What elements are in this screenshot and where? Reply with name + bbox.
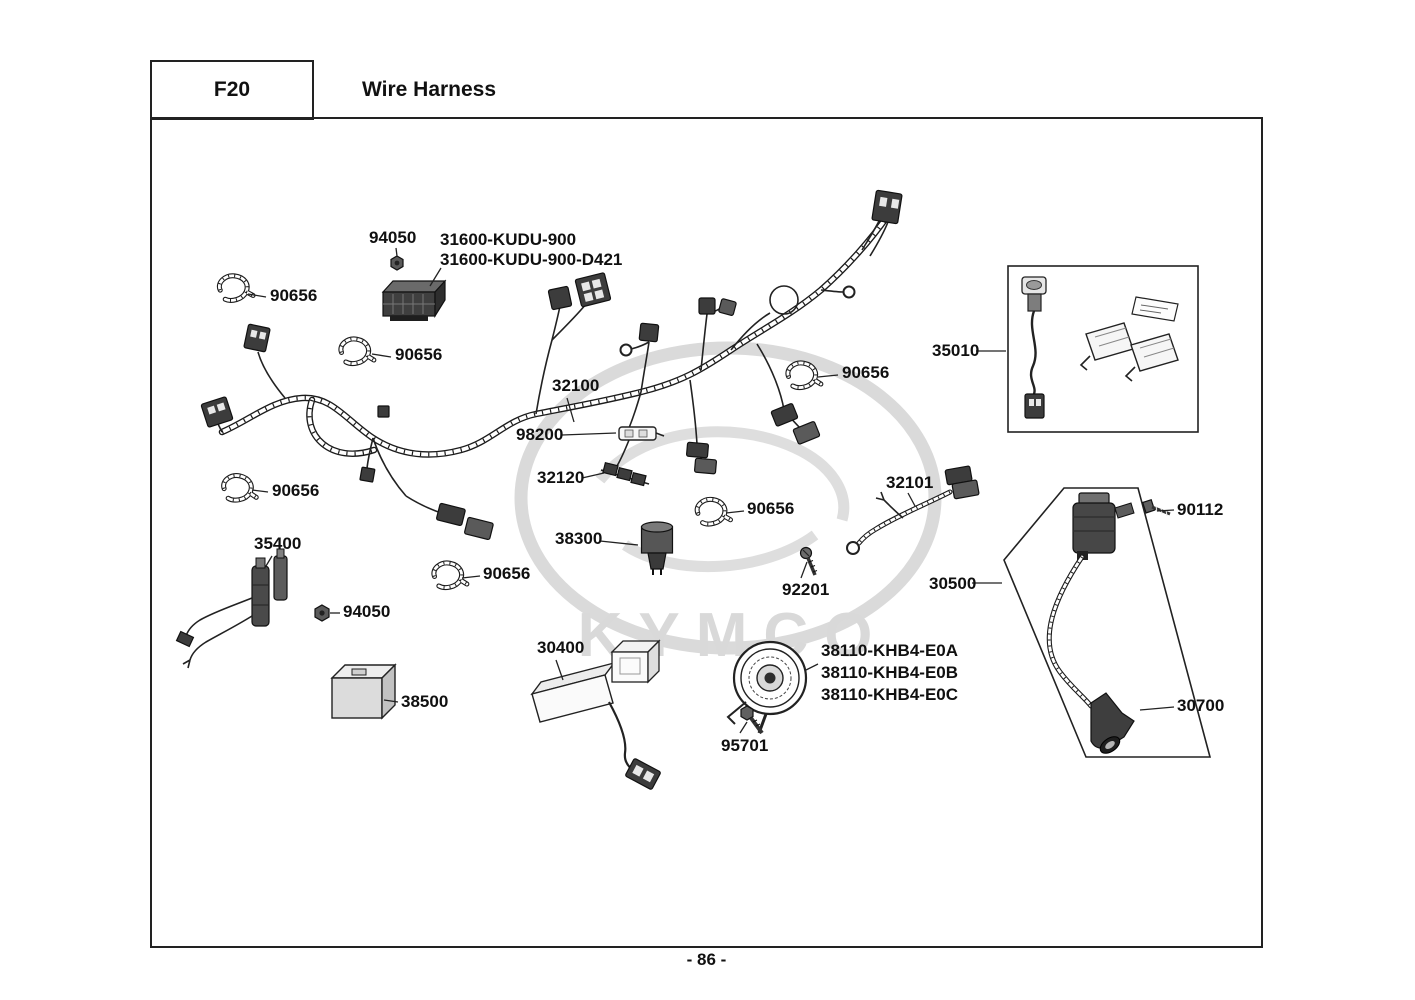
spark-plug-cap-30700: [1090, 692, 1135, 754]
kymco-watermark-logo: KYMCO: [514, 341, 942, 670]
part-label-32100: 32100: [552, 376, 600, 395]
screw-92201: [799, 546, 818, 576]
part-label-90656-d: 90656: [272, 481, 320, 500]
diagram-frame: [150, 117, 1263, 948]
part-label-38110-b: 38110-KHB4-E0B: [821, 663, 959, 682]
component-38500: [330, 663, 397, 720]
main-wire-harness: [211, 210, 893, 515]
part-label-38300: 38300: [555, 529, 603, 548]
part-label-35010: 35010: [932, 341, 980, 360]
part-label-35400: 35400: [254, 534, 302, 553]
part-label-90656-c: 90656: [842, 363, 890, 382]
cable-clamp-90656-a: [218, 272, 254, 302]
relay-38300: [640, 521, 674, 575]
part-label-90112: 90112: [1177, 500, 1224, 519]
flange-bolt-95701: [740, 705, 764, 735]
part-label-30700: 30700: [1177, 696, 1225, 715]
part-label-30500: 30500: [929, 574, 977, 593]
part-label-31600-line2: 31600-KUDU-900-D421: [440, 250, 623, 269]
key-set-35010: [1007, 265, 1199, 433]
part-label-92201: 92201: [782, 580, 830, 599]
part-label-90656-e: 90656: [747, 499, 795, 518]
part-label-32101: 32101: [886, 473, 934, 492]
page-title: Wire Harness: [362, 78, 497, 101]
ignition-assembly-30500: [1003, 487, 1212, 758]
part-label-38500: 38500: [401, 692, 449, 711]
screw-90112: [1141, 498, 1171, 517]
ecu-unit-31600: [381, 279, 447, 321]
component-30400: [530, 639, 661, 790]
part-label-31600-line1: 31600-KUDU-900: [440, 230, 577, 249]
part-label-94050-a: 94050: [369, 228, 417, 247]
part-label-95701: 95701: [721, 736, 769, 755]
cable-clamp-90656-b: [340, 336, 374, 365]
part-label-32120: 32120: [537, 468, 585, 487]
fuse-98200: [618, 426, 665, 441]
part-label-38110-c: 38110-KHB4-E0C: [821, 685, 959, 704]
part-label-90656-f: 90656: [483, 564, 531, 583]
flange-nut-94050-b: [314, 604, 330, 622]
part-label-98200: 98200: [516, 425, 564, 444]
part-label-30400: 30400: [537, 638, 585, 657]
part-label-94050-b: 94050: [343, 602, 391, 621]
cable-clamp-90656-f: [433, 560, 467, 589]
cable-clamp-90656-d: [223, 474, 257, 502]
section-code-box: F20: [150, 60, 314, 120]
part-label-90656-b: 90656: [395, 345, 443, 364]
harness-connectors: [200, 189, 903, 541]
sub-harness-32101: [846, 465, 980, 555]
component-35400: [175, 548, 288, 669]
flange-nut-94050-a: [390, 255, 404, 271]
leader-lines: [247, 247, 1175, 734]
part-label-38110-a: 38110-KHB4-E0A: [821, 641, 959, 660]
cable-clamp-90656-e: [696, 496, 731, 526]
page-number: - 86 -: [686, 950, 727, 969]
terminal-set-32120: [600, 461, 650, 487]
part-label-90656-a: 90656: [270, 286, 318, 305]
section-code: F20: [213, 78, 251, 101]
